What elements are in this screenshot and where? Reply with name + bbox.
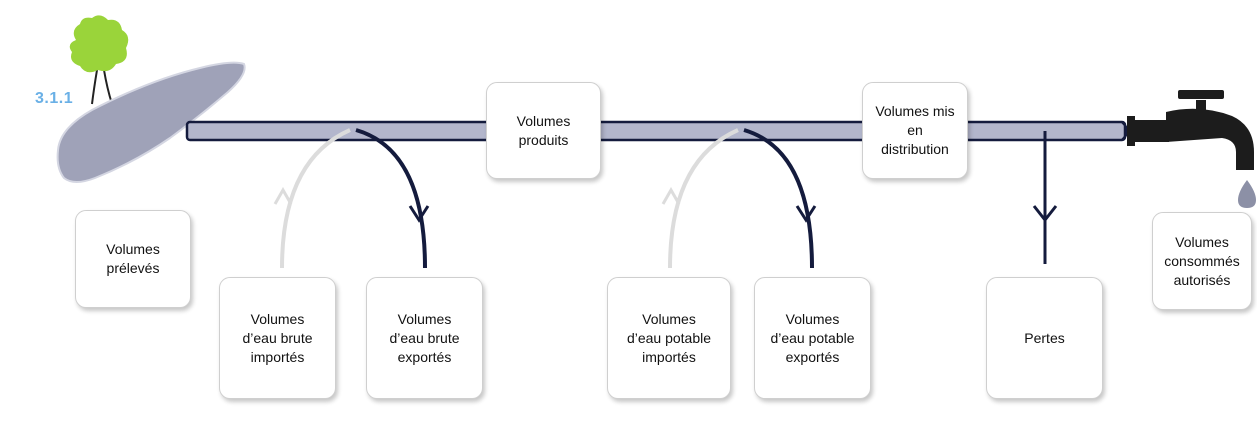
volumes-produits-label: Volumes produits [516, 112, 571, 148]
volumes-mis-en-distribution-box: Volumes mis en distribution [862, 82, 968, 179]
water-drop-icon [1238, 180, 1256, 208]
section-number: 3.1.1 [35, 90, 74, 107]
tap-icon [1127, 90, 1254, 170]
tree-icon [69, 15, 129, 105]
volumes-consommes-autorises-box: Volumes consommés autorisés [1152, 212, 1252, 310]
drinking-water-import-arrow [661, 128, 739, 269]
main-pipe [185, 120, 1127, 142]
eau-potable-exportes-label: Volumes d’eau potable exportés [770, 310, 855, 365]
eau-brute-exportes-box: Volumes d’eau brute exportés [366, 277, 483, 399]
eau-brute-importes-box: Volumes d’eau brute importés [219, 277, 336, 399]
volumes-consommes-autorises-label: Volumes consommés autorisés [1164, 233, 1240, 288]
eau-potable-exportes-box: Volumes d’eau potable exportés [754, 277, 871, 399]
eau-potable-importes-box: Volumes d’eau potable importés [607, 277, 731, 399]
eau-potable-importes-label: Volumes d’eau potable importés [626, 310, 712, 365]
volumes-mis-en-distribution-label: Volumes mis en distribution [875, 103, 955, 157]
losses-arrow [1032, 131, 1058, 264]
volumes-preleves-label: Volumes prélevés [106, 241, 160, 276]
drinking-water-export-arrow [743, 128, 817, 269]
volumes-produits-box: Volumes produits [486, 82, 601, 179]
pertes-box: Pertes [986, 277, 1103, 399]
volumes-preleves-box: Volumes prélevés [75, 210, 191, 308]
pertes-label: Pertes [1024, 329, 1065, 346]
raw-water-import-arrow [273, 128, 351, 269]
water-source-icon [56, 61, 246, 183]
eau-brute-importes-label: Volumes d’eau brute importés [242, 310, 313, 365]
eau-brute-exportes-label: Volumes d’eau brute exportés [389, 310, 460, 365]
raw-water-export-arrow [355, 128, 430, 269]
